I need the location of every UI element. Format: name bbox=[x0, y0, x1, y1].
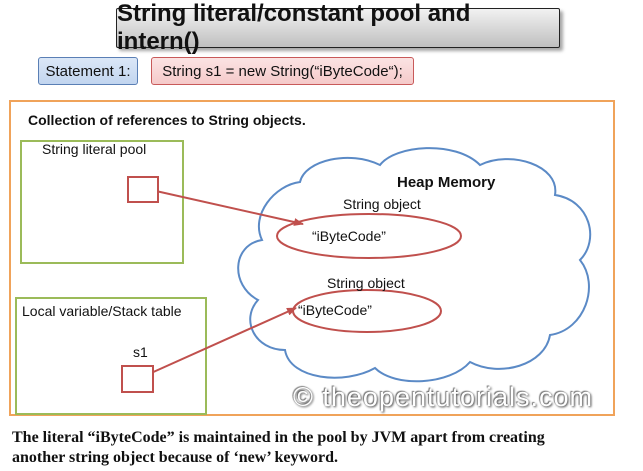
statement-label: Statement 1: bbox=[38, 57, 138, 85]
statement-code: String s1 = new String(“iByteCode“); bbox=[151, 57, 414, 85]
caption-line-1: The literal “iByteCode” is maintained in… bbox=[12, 429, 545, 446]
string-object-label-1: String object bbox=[343, 196, 421, 212]
memory-frame bbox=[9, 100, 615, 416]
caption-line-2: another string object because of ‘new’ k… bbox=[12, 449, 339, 466]
caption: The literal “iByteCode” is maintained in… bbox=[12, 428, 632, 468]
string-object-value-1: “iByteCode” bbox=[312, 228, 386, 244]
s1-reference-arrow bbox=[139, 307, 297, 379]
string-literal-pool-label: String literal pool bbox=[42, 141, 147, 157]
local-variable-table-label: Local variable/Stack table bbox=[22, 303, 182, 319]
copyright-watermark: © theopentutorials.com bbox=[293, 382, 594, 412]
string-object-ellipse-1 bbox=[276, 213, 462, 259]
string-object-label-2: String object bbox=[327, 275, 405, 291]
variable-s1-label: s1 bbox=[133, 344, 148, 360]
string-object-value-2: “iByteCode” bbox=[298, 302, 372, 318]
heap-memory-title: Heap Memory bbox=[397, 174, 496, 191]
local-variable-table-box bbox=[15, 297, 207, 415]
collection-title: Collection of references to String objec… bbox=[28, 112, 306, 128]
pool-reference-arrow bbox=[146, 188, 304, 226]
s1-reference-slot bbox=[121, 365, 154, 393]
pool-reference-slot bbox=[127, 176, 159, 203]
string-literal-pool-box bbox=[20, 140, 184, 264]
